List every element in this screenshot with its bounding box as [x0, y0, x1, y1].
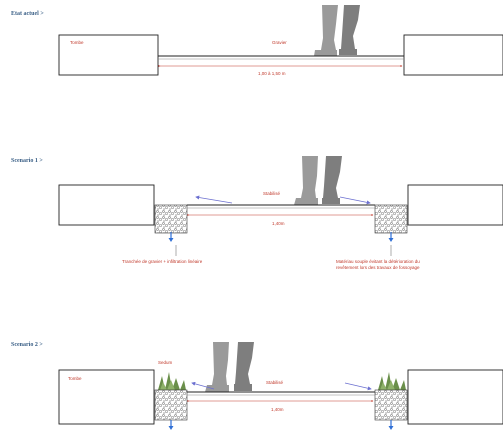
tomb-right — [407, 184, 503, 226]
runoff-arrow-right — [344, 382, 372, 391]
water-infiltration-icon — [168, 232, 174, 242]
tomb-right — [407, 369, 503, 425]
tomb-left — [58, 369, 155, 425]
dimension-label: 1,40m — [272, 221, 285, 226]
runoff-arrow-right — [339, 196, 371, 205]
note-trench: Tranchée de gravier + infiltration linéa… — [122, 259, 203, 264]
section-title: Scenario 2 > — [11, 342, 43, 348]
tomb-right — [403, 34, 503, 76]
gravel-trench-right — [374, 389, 408, 421]
pedestrian-feet-icon — [314, 5, 360, 56]
tomb-label: Tombe — [70, 40, 84, 45]
water-infiltration-icon — [388, 420, 394, 430]
gravel-trench-left — [154, 204, 188, 234]
gravel-trench-right — [374, 204, 408, 234]
note-material-line-2: revêtement lors des travaux de fossoyage — [336, 265, 420, 270]
tomb-left — [58, 184, 155, 226]
gravel-trench-left — [154, 389, 188, 421]
section-scenario-2: Scenario 2 > Tombe Sedum Stabilisé 1 — [11, 342, 503, 430]
water-infiltration-icon — [168, 420, 174, 430]
walkway-material-label: Gravier — [272, 40, 287, 45]
section-title: Etat actuel > — [11, 11, 44, 17]
section-etat-actuel: Etat actuel > Tombe Gravier 1,00 à 1,50 … — [11, 5, 503, 76]
water-infiltration-icon — [388, 232, 394, 242]
dimension-label: 1,40m — [271, 407, 284, 412]
pedestrian-feet-icon — [205, 342, 254, 392]
planting-label: Sedum — [158, 360, 173, 365]
sedum-vegetation-icon — [378, 372, 406, 390]
section-title: Scenario 1 > — [11, 158, 43, 164]
tomb-left — [58, 34, 159, 76]
pedestrian-feet-icon — [294, 156, 342, 205]
dimension-label: 1,00 à 1,50 m — [258, 71, 286, 76]
note-material-line-1: Matériau souple évitant la détérioration… — [336, 259, 420, 264]
walkway-material-label: Stabilisé — [266, 380, 284, 385]
sedum-vegetation-icon — [158, 372, 186, 390]
walkway-material-label: Stabilisé — [263, 191, 281, 196]
runoff-arrow-left — [191, 381, 215, 390]
runoff-arrow-left — [195, 195, 233, 204]
tomb-label: Tombe — [68, 376, 82, 381]
section-scenario-1: Scenario 1 > Stabilisé 1,40m — [11, 156, 503, 270]
